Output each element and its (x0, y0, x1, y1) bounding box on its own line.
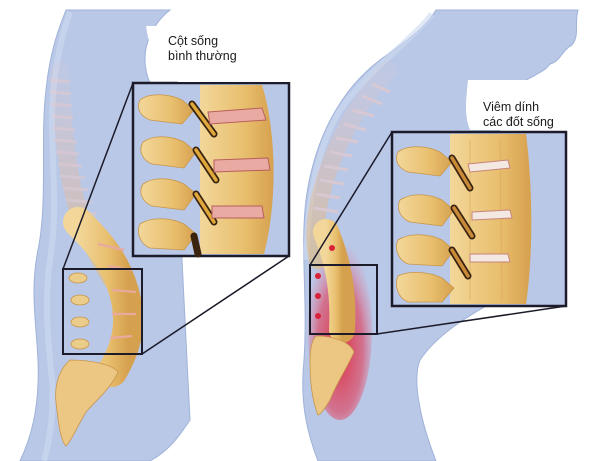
ankylosing-sacrum (309, 335, 355, 416)
ankylosing-spine-label-line2: các đốt sống (483, 115, 554, 129)
ankylosing-magnified-vertebrae (396, 134, 532, 304)
normal-small-frame (62, 268, 143, 355)
normal-sacrum (55, 359, 119, 447)
normal-spine-label-line1: Cột sống (168, 34, 219, 48)
ankylosing-spine-label: Viêm dính các đốt sống (483, 100, 554, 130)
ankylosing-small-frame (309, 264, 378, 335)
normal-spine-lumbar (63, 207, 144, 387)
normal-spine-label-line2: bình thường (168, 49, 237, 63)
normal-magnified-vertebrae (138, 85, 274, 258)
ankylosing-spine-lumbar (313, 219, 356, 343)
ankylosing-spine-label-line1: Viêm dính (483, 100, 540, 114)
normal-spine-label: Cột sống bình thường (168, 34, 237, 64)
